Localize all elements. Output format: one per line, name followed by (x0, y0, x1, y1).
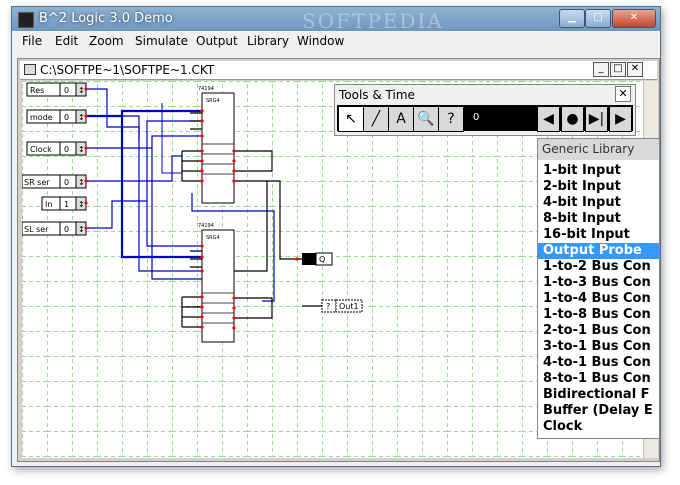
input-clock-value: 0 (64, 145, 69, 154)
input-sl-ser-value: 0 (64, 225, 69, 234)
input-in[interactable]: In 1 ↕ (41, 196, 87, 211)
library-item[interactable]: 4-to-1 Bus Con (543, 355, 651, 370)
input-sl-ser-label: SL ser (24, 225, 49, 234)
input-sr-ser-value: 0 (64, 178, 69, 187)
input-clock-label: Clock (30, 145, 52, 154)
circuit-wires (86, 88, 327, 328)
library-item[interactable]: 2-to-1 Bus Con (543, 323, 651, 338)
library-item[interactable]: 1-to-2 Bus Con (543, 259, 651, 274)
input-sl-ser[interactable]: SL ser 0 ↕ (22, 221, 87, 236)
probe-tool-icon[interactable]: ? (438, 106, 464, 132)
input-res[interactable]: Res 0 ↕ (26, 82, 87, 97)
maximize-button[interactable]: □ (585, 9, 611, 28)
library-item[interactable]: Clock (543, 419, 583, 434)
wire-tool-icon[interactable]: ╱ (363, 106, 389, 132)
input-sr-ser-label: SR ser (24, 178, 50, 187)
library-item[interactable]: Buffer (Delay E (543, 403, 653, 418)
menu-file[interactable]: File (22, 34, 43, 48)
library-item[interactable]: 1-to-4 Bus Con (543, 291, 651, 306)
menu-bar: File Edit Zoom Simulate Output Library W… (12, 31, 660, 51)
chip-top-part: 74194 (198, 86, 214, 92)
app-icon (18, 12, 34, 28)
chip-bottom-name: SRG4 (206, 235, 220, 241)
doc-maximize-button[interactable]: □ (610, 62, 626, 77)
menu-output[interactable]: Output (196, 34, 238, 48)
output-out1-label: Out1 (339, 302, 359, 311)
tools-title: Tools & Time (339, 88, 415, 102)
shift-register-bottom[interactable]: 74194 SRG4 (198, 223, 235, 343)
input-mode-label: mode (30, 113, 53, 122)
library-item[interactable]: Bidirectional F (543, 387, 650, 402)
menu-library[interactable]: Library (247, 34, 289, 48)
chip-top-name: SRG4 (206, 98, 220, 104)
shift-register-top[interactable]: 74194 SRG4 (198, 86, 235, 204)
input-clock[interactable]: Clock 0 ↕ (26, 141, 87, 156)
svg-text:↕: ↕ (78, 113, 85, 122)
input-in-value: 1 (64, 200, 69, 209)
menu-edit[interactable]: Edit (55, 34, 79, 48)
tools-close-button[interactable]: ✕ (615, 86, 631, 102)
watermark: SOFTPEDIA (302, 9, 444, 33)
chip-bottom-part: 74194 (198, 223, 214, 229)
tools-toolbar: ↖ ╱ A 🔍 ? 0 ◀ ● ▶| ▶ (337, 105, 633, 132)
library-item[interactable]: 8-bit Input (543, 211, 621, 226)
simulation-time: 0 (469, 106, 531, 130)
step-forward-icon[interactable]: ▶| (585, 106, 608, 132)
run-icon[interactable]: ▶ (609, 106, 632, 132)
library-item[interactable]: 3-to-1 Bus Con (543, 339, 651, 354)
stop-icon[interactable]: ● (561, 106, 584, 132)
doc-close-button[interactable]: ✕ (627, 62, 643, 77)
input-res-label: Res (30, 86, 44, 95)
title-bar: B^2 Logic 3.0 Demo SOFTPEDIA ▁ □ ✕ (12, 7, 660, 33)
input-in-label: In (45, 200, 52, 209)
menu-zoom[interactable]: Zoom (89, 34, 124, 48)
pointer-tool-icon[interactable]: ↖ (338, 106, 364, 132)
svg-text:↕: ↕ (78, 178, 85, 187)
generic-library-panel: Generic Library 1-bit Input 2-bit Input … (537, 138, 660, 439)
document-title-bar: C:\SOFTPE~1\SOFTPE~1.CKT _ □ ✕ (20, 61, 657, 80)
tools-time-palette: Tools & Time ✕ ↖ ╱ A 🔍 ? 0 ◀ ● ▶| ▶ (334, 84, 636, 136)
library-item[interactable]: 1-to-8 Bus Con (543, 307, 651, 322)
step-back-icon[interactable]: ◀ (537, 106, 560, 132)
svg-text:↕: ↕ (78, 145, 85, 154)
input-sr-ser[interactable]: SR ser 0 ↕ (22, 174, 87, 189)
library-item[interactable]: 4-bit Input (543, 195, 621, 210)
output-probe-q[interactable]: Q (302, 252, 333, 266)
library-item-selected[interactable]: Output Probe (538, 243, 659, 259)
library-title: Generic Library (538, 139, 659, 160)
menu-window[interactable]: Window (297, 34, 345, 48)
library-item[interactable]: 8-to-1 Bus Con (543, 371, 651, 386)
output-probe-out1[interactable]: ? Out1 (321, 299, 363, 313)
close-button[interactable]: ✕ (612, 9, 656, 28)
minimize-button[interactable]: ▁ (559, 9, 585, 28)
input-res-value: 0 (64, 86, 69, 95)
svg-text:↕: ↕ (78, 225, 85, 234)
window-title: B^2 Logic 3.0 Demo (39, 11, 173, 26)
input-mode[interactable]: mode 0 ↕ (26, 109, 87, 124)
output-q-label: Q (319, 255, 325, 264)
document-title: C:\SOFTPE~1\SOFTPE~1.CKT (40, 63, 215, 77)
zoom-tool-icon[interactable]: 🔍 (413, 106, 439, 132)
document-icon (24, 64, 36, 75)
svg-text:↕: ↕ (78, 86, 85, 95)
svg-text:↕: ↕ (78, 200, 85, 209)
library-item[interactable]: 1-bit Input (543, 163, 621, 178)
library-item[interactable]: 1-to-3 Bus Con (543, 275, 651, 290)
doc-minimize-button[interactable]: _ (593, 62, 609, 77)
output-out1-value: ? (326, 302, 330, 311)
text-tool-icon[interactable]: A (388, 106, 414, 132)
menu-simulate[interactable]: Simulate (135, 34, 189, 48)
library-item[interactable]: 2-bit Input (543, 179, 621, 194)
input-mode-value: 0 (64, 113, 69, 122)
library-item[interactable]: 16-bit Input (543, 227, 630, 242)
